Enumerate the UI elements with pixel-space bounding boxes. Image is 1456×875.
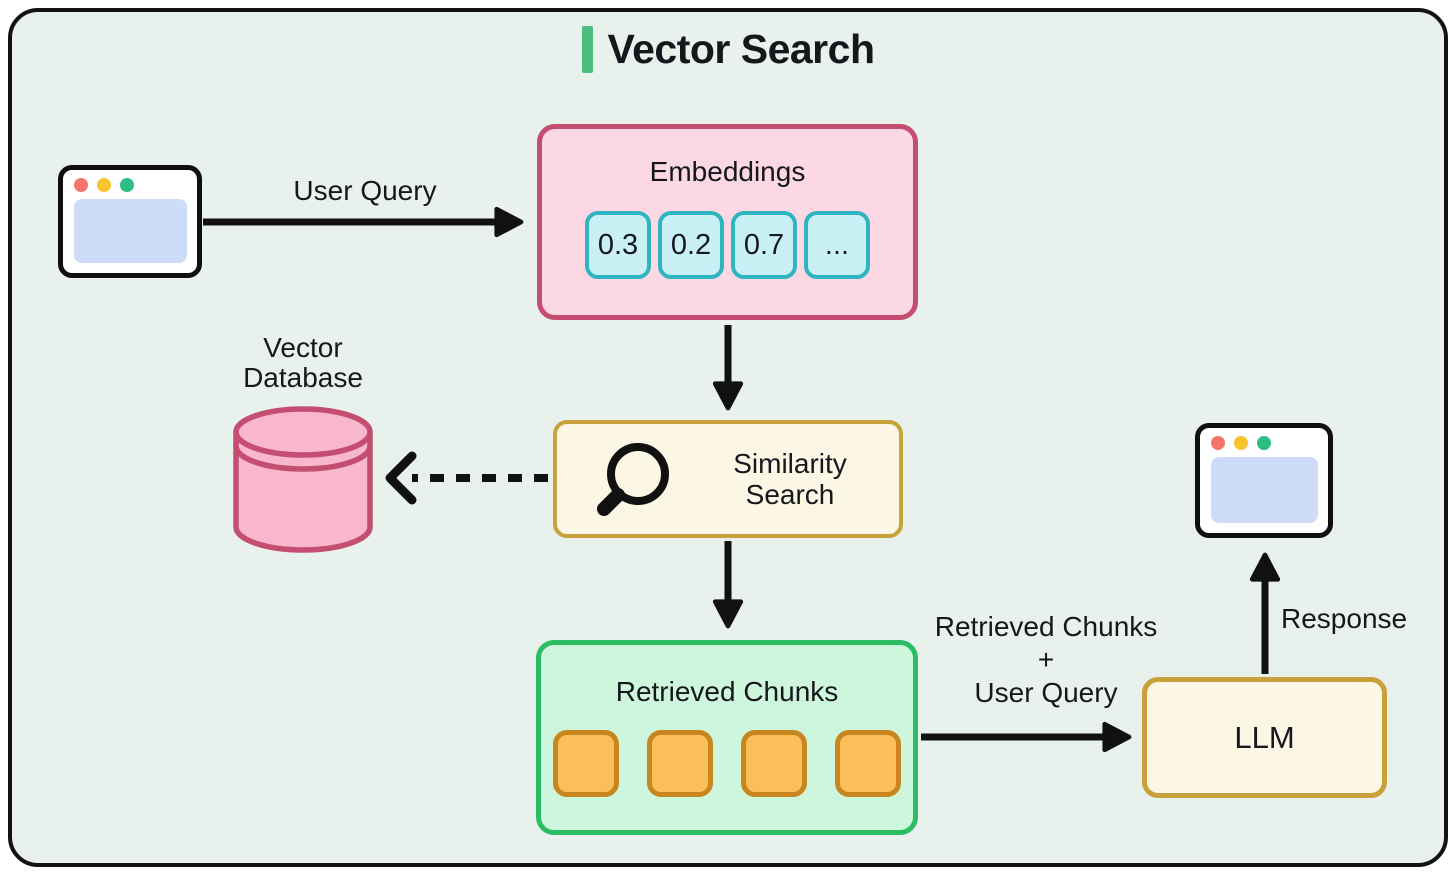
vector-database-label-line2: Database (243, 362, 363, 393)
traffic-light-dots (1200, 428, 1328, 450)
vector-database-label-line1: Vector (263, 332, 343, 363)
embedding-value-chip: 0.7 (731, 211, 797, 279)
browser-content-area (74, 199, 187, 263)
retrieved-chunks-label: Retrieved Chunks (615, 676, 839, 707)
similarity-search-label: Similarity Search (681, 448, 899, 510)
chunk-square (741, 730, 807, 797)
chunk-square (647, 730, 713, 797)
database-cylinder-icon (233, 406, 373, 553)
retrieved-chunks-node: Retrieved Chunks (536, 640, 918, 835)
embedding-values-row: 0.3 0.2 0.7 ... (585, 211, 870, 279)
page-title: Vector Search (0, 26, 1456, 73)
retrieved-plus-query-line3: User Query (974, 677, 1118, 708)
vector-database-label: Vector Database (203, 333, 403, 393)
browser-window-icon (58, 165, 202, 278)
traffic-light-dots (63, 170, 197, 192)
yellow-dot-icon (1234, 436, 1248, 450)
retrieved-plus-query-line1: Retrieved Chunks (934, 611, 1158, 642)
embedding-value-chip: ... (804, 211, 870, 279)
embeddings-label: Embeddings (649, 156, 806, 187)
title-text: Vector Search (607, 26, 876, 72)
retrieved-plus-query-line2: + (1037, 644, 1055, 675)
similarity-search-node: Similarity Search (553, 420, 903, 538)
chunk-square (553, 730, 619, 797)
browser-content-area (1211, 457, 1318, 523)
red-dot-icon (74, 178, 88, 192)
yellow-dot-icon (97, 178, 111, 192)
browser-window-icon (1195, 423, 1333, 538)
red-dot-icon (1211, 436, 1225, 450)
embeddings-node: Embeddings 0.3 0.2 0.7 ... (537, 124, 918, 320)
similarity-search-label-line1: Similarity (733, 448, 847, 479)
green-dot-icon (120, 178, 134, 192)
magnifier-icon (597, 443, 669, 516)
chunk-square (835, 730, 901, 797)
similarity-search-label-line2: Search (745, 479, 835, 510)
response-label: Response (1281, 603, 1408, 634)
retrieved-plus-query-label: Retrieved Chunks + User Query (921, 610, 1171, 709)
embedding-value-chip: 0.3 (585, 211, 651, 279)
green-dot-icon (1257, 436, 1271, 450)
user-query-label: User Query (293, 175, 437, 206)
llm-node: LLM (1142, 677, 1387, 798)
chunk-squares-row (553, 730, 901, 797)
title-accent-bar (581, 26, 593, 73)
embedding-value-chip: 0.2 (658, 211, 724, 279)
